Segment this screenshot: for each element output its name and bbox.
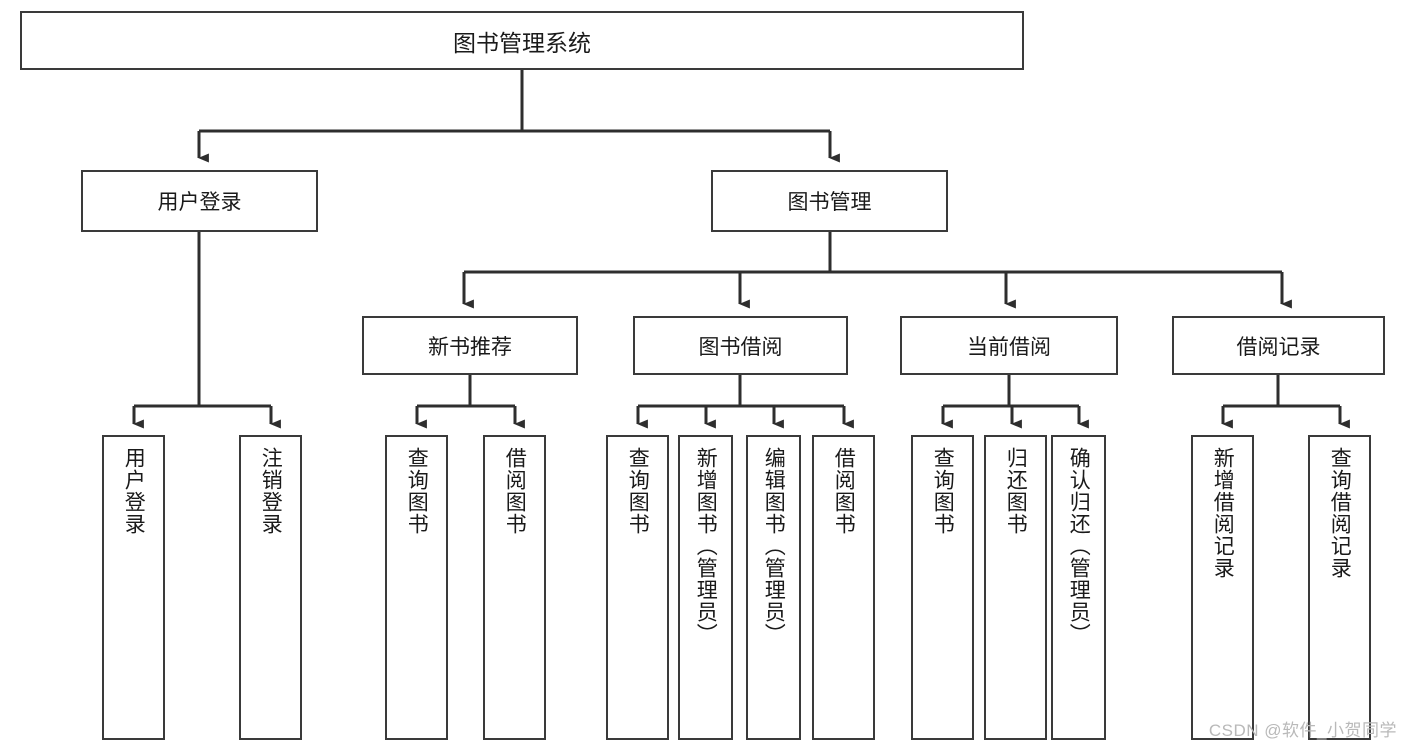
- leaf-add-book-label: 新增图书（管理员）: [694, 447, 718, 645]
- leaf-query-book-3-label: 查询图书: [931, 447, 955, 535]
- node-root[interactable]: 图书管理系统: [20, 11, 1024, 70]
- node-current-borrow-label: 当前借阅: [967, 335, 1051, 359]
- leaf-user-logout[interactable]: 注销登录: [239, 435, 302, 740]
- node-root-label: 图书管理系统: [453, 29, 591, 56]
- leaf-user-login[interactable]: 用户登录: [102, 435, 165, 740]
- leaf-confirm-return-label: 确认归还（管理员）: [1067, 447, 1091, 645]
- leaf-confirm-return[interactable]: 确认归还（管理员）: [1051, 435, 1106, 740]
- node-book-manage[interactable]: 图书管理: [711, 170, 948, 232]
- leaf-query-record[interactable]: 查询借阅记录: [1308, 435, 1371, 740]
- node-user-login[interactable]: 用户登录: [81, 170, 318, 232]
- leaf-user-logout-label: 注销登录: [259, 447, 283, 535]
- node-book-manage-label: 图书管理: [787, 191, 872, 214]
- leaf-query-book-3[interactable]: 查询图书: [911, 435, 974, 740]
- node-borrow-record-label: 借阅记录: [1236, 335, 1321, 359]
- leaf-query-book-2-label: 查询图书: [626, 447, 650, 535]
- node-user-login-label: 用户登录: [157, 191, 242, 214]
- node-current-borrow[interactable]: 当前借阅: [900, 316, 1118, 375]
- leaf-return-book[interactable]: 归还图书: [984, 435, 1047, 740]
- leaf-query-book-1-label: 查询图书: [405, 447, 429, 535]
- node-borrow-record[interactable]: 借阅记录: [1172, 316, 1385, 375]
- leaf-borrow-book-1-label: 借阅图书: [503, 447, 527, 535]
- leaf-query-book-2[interactable]: 查询图书: [606, 435, 669, 740]
- node-book-borrow-label: 图书借阅: [698, 335, 783, 359]
- leaf-borrow-book-2[interactable]: 借阅图书: [812, 435, 875, 740]
- node-book-borrow[interactable]: 图书借阅: [633, 316, 848, 375]
- leaf-query-record-label: 查询借阅记录: [1328, 447, 1352, 579]
- leaf-query-book-1[interactable]: 查询图书: [385, 435, 448, 740]
- leaf-add-record-label: 新增借阅记录: [1211, 447, 1235, 579]
- leaf-add-book[interactable]: 新增图书（管理员）: [678, 435, 733, 740]
- leaf-edit-book[interactable]: 编辑图书（管理员）: [746, 435, 801, 740]
- leaf-user-login-label: 用户登录: [122, 447, 146, 535]
- leaf-edit-book-label: 编辑图书（管理员）: [762, 447, 786, 645]
- leaf-borrow-book-2-label: 借阅图书: [832, 447, 856, 535]
- leaf-add-record[interactable]: 新增借阅记录: [1191, 435, 1254, 740]
- leaf-borrow-book-1[interactable]: 借阅图书: [483, 435, 546, 740]
- node-new-book-rec[interactable]: 新书推荐: [362, 316, 578, 375]
- leaf-return-book-label: 归还图书: [1004, 447, 1028, 535]
- node-new-book-rec-label: 新书推荐: [428, 335, 512, 359]
